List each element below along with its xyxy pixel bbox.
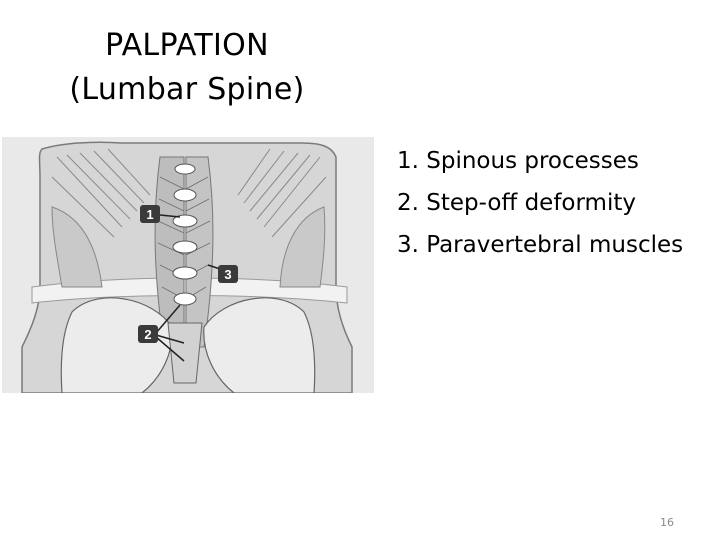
lumbar-spine-illustration: 1 2 3 [2, 137, 374, 393]
callout-3-label: 3 [224, 267, 231, 282]
callout-1-label: 1 [146, 207, 153, 222]
callout-2-label: 2 [144, 327, 151, 342]
list-item-step-off-deformity: 2. Step-off deformity [397, 190, 636, 216]
callout-2-badge [138, 325, 158, 343]
list-item-paravertebral-muscles: 3. Paravertebral muscles [397, 232, 684, 258]
title-line-2: (Lumbar Spine) [69, 72, 305, 107]
palpation-list: 1. Spinous processes 2. Step-off deformi… [397, 140, 683, 266]
page-number: 16 [660, 516, 674, 529]
title-line-1: PALPATION [105, 28, 269, 63]
slide-title: PALPATION (Lumbar Spine) [62, 24, 312, 112]
list-item-spinous-processes: 1. Spinous processes [397, 148, 639, 174]
callout-3-badge [218, 265, 238, 283]
callout-1-badge [140, 205, 160, 223]
